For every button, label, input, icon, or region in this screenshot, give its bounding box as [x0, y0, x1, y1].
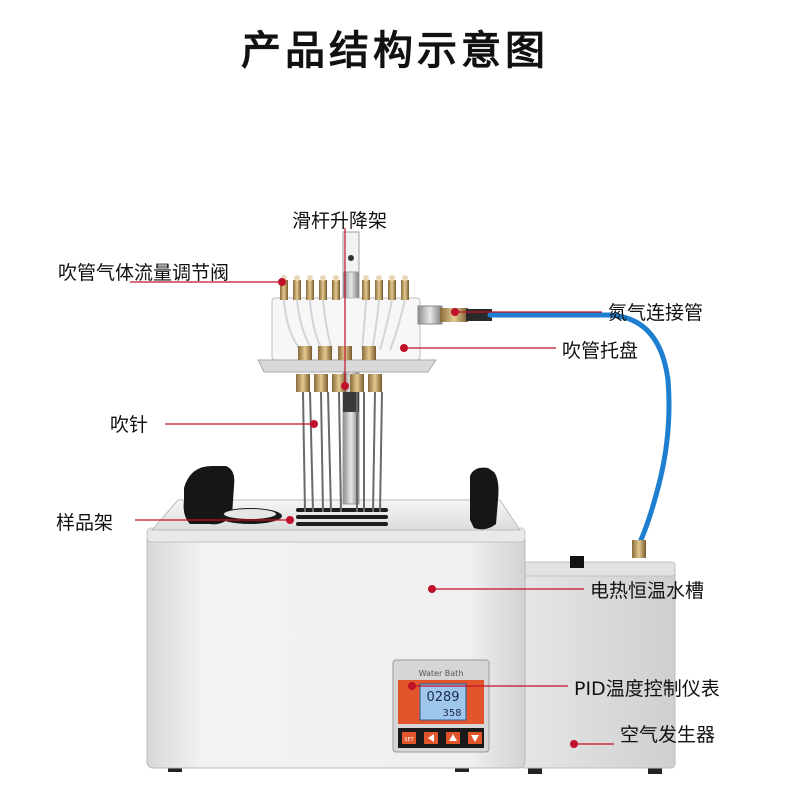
panel-set-label: SET [404, 737, 414, 743]
leader-lines [130, 228, 614, 745]
panel-brand: Water Bath [419, 669, 464, 678]
power-switch [570, 556, 584, 568]
page-title: 产品结构示意图 [241, 28, 549, 74]
blow-tube-tray [257, 359, 437, 373]
rod-clamp [343, 392, 359, 412]
blow-needles [302, 391, 383, 513]
blue-gas-tube [487, 312, 672, 545]
label-blow-needle: 吹针 [110, 414, 149, 436]
right-handle [470, 467, 499, 530]
rod-cap [342, 231, 360, 273]
label-slide-rod-lift-frame: 滑杆升降架 [292, 210, 388, 232]
label-sample-rack: 样品架 [56, 512, 114, 534]
foot [528, 766, 542, 774]
leader-dots [278, 278, 578, 748]
panel-bottom-value: 358 [442, 708, 461, 719]
label-nitrogen-connector: 氮气连接管 [608, 302, 704, 324]
panel-top-value: 0289 [426, 690, 459, 705]
left-handle [183, 466, 235, 525]
flow-valves [280, 275, 409, 300]
label-blow-tube-tray: 吹管托盘 [562, 340, 639, 362]
label-gas-flow-valve: 吹管气体流量调节阀 [58, 262, 230, 284]
air-generator-top [519, 561, 676, 577]
label-air-generator: 空气发生器 [620, 724, 716, 746]
nitrogen-fitting [417, 305, 443, 325]
pid-control-panel: Water Bath 0289 358 SET [392, 659, 490, 753]
lid-hole-inner [224, 509, 276, 519]
tube-fitting [632, 540, 646, 558]
label-water-bath: 电热恒温水槽 [590, 580, 705, 602]
label-pid-controller: PID温度控制仪表 [574, 678, 720, 700]
sample-rack [296, 508, 388, 526]
foot [648, 766, 662, 774]
